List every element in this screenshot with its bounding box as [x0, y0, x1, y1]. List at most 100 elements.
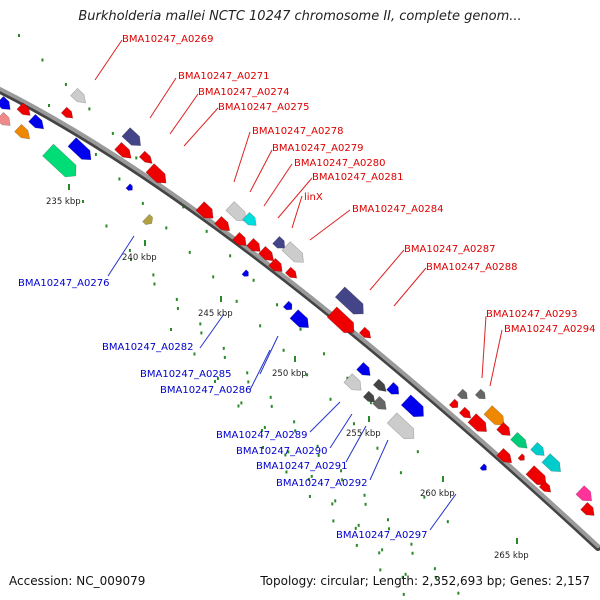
gene-feature[interactable] — [517, 453, 526, 462]
forward-gene-label[interactable]: BMA10247_A0281 — [312, 172, 403, 183]
gene-feature[interactable] — [343, 373, 365, 395]
gene-feature[interactable] — [142, 213, 156, 227]
gene-arrow[interactable] — [510, 431, 531, 452]
gene-feature[interactable] — [575, 485, 596, 506]
forward-gene-label[interactable]: BMA10247_A0288 — [426, 262, 517, 273]
gene-arrow[interactable] — [538, 480, 553, 495]
gene-arrow[interactable] — [456, 388, 470, 402]
reverse-gene-label[interactable]: BMA10247_A0297 — [336, 530, 427, 541]
gene-arrow[interactable] — [458, 406, 473, 421]
gene-arrow[interactable] — [496, 447, 516, 466]
forward-gene-label[interactable]: linX — [304, 192, 323, 203]
gene-feature[interactable] — [225, 201, 250, 226]
gene-arrow[interactable] — [343, 373, 365, 395]
gene-arrow[interactable] — [67, 137, 95, 165]
reverse-gene-label[interactable]: BMA10247_A0282 — [102, 342, 193, 353]
gene-feature[interactable] — [16, 102, 33, 119]
gene-arrow[interactable] — [284, 266, 299, 281]
gene-arrow[interactable] — [400, 394, 428, 422]
gene-feature[interactable] — [70, 87, 90, 106]
gene-feature[interactable] — [334, 286, 368, 319]
gene-arrow[interactable] — [225, 201, 250, 226]
gene-arrow[interactable] — [16, 102, 33, 119]
forward-gene-label[interactable]: BMA10247_A0294 — [504, 324, 595, 335]
reverse-gene-label[interactable]: BMA10247_A0285 — [140, 369, 231, 380]
gene-arrow[interactable] — [28, 113, 48, 132]
gene-feature[interactable] — [326, 306, 358, 338]
gene-feature[interactable] — [372, 395, 390, 413]
gene-arrow[interactable] — [232, 231, 250, 249]
gene-arrow[interactable] — [125, 183, 134, 192]
forward-gene-label[interactable]: BMA10247_A0284 — [352, 204, 443, 215]
gene-feature[interactable] — [60, 106, 75, 121]
gene-arrow[interactable] — [358, 326, 373, 341]
gene-arrow[interactable] — [138, 150, 155, 166]
gene-feature[interactable] — [362, 390, 377, 405]
gene-arrow[interactable] — [474, 388, 488, 402]
gene-feature[interactable] — [284, 266, 299, 281]
gene-feature[interactable] — [467, 413, 491, 436]
forward-gene-label[interactable]: BMA10247_A0287 — [404, 244, 495, 255]
reverse-gene-label[interactable]: BMA10247_A0289 — [216, 430, 307, 441]
gene-arrow[interactable] — [372, 395, 390, 413]
gene-feature[interactable] — [195, 201, 217, 223]
gene-arrow[interactable] — [195, 201, 217, 223]
reverse-gene-label[interactable]: BMA10247_A0290 — [236, 446, 327, 457]
gene-arrow[interactable] — [145, 163, 170, 188]
gene-arrow[interactable] — [448, 398, 460, 410]
gene-arrow[interactable] — [541, 453, 565, 476]
gene-feature[interactable] — [214, 215, 234, 234]
forward-gene-label[interactable]: BMA10247_A0271 — [178, 71, 269, 82]
reverse-gene-label[interactable]: BMA10247_A0292 — [276, 478, 367, 489]
gene-feature[interactable] — [0, 95, 14, 113]
gene-feature[interactable] — [14, 123, 34, 142]
gene-feature[interactable] — [456, 388, 470, 402]
gene-feature[interactable] — [474, 388, 488, 402]
gene-feature[interactable] — [0, 111, 14, 129]
gene-arrow[interactable] — [386, 412, 418, 444]
forward-gene-label[interactable]: BMA10247_A0278 — [252, 126, 343, 137]
gene-arrow[interactable] — [0, 95, 14, 113]
gene-feature[interactable] — [28, 113, 48, 132]
forward-gene-label[interactable]: BMA10247_A0279 — [272, 143, 363, 154]
gene-feature[interactable] — [67, 137, 95, 165]
gene-feature[interactable] — [538, 480, 553, 495]
gene-feature[interactable] — [232, 231, 250, 249]
gene-feature[interactable] — [121, 127, 145, 150]
gene-feature[interactable] — [246, 237, 264, 255]
gene-arrow[interactable] — [386, 381, 403, 397]
gene-arrow[interactable] — [530, 441, 548, 459]
gene-arrow[interactable] — [114, 141, 135, 162]
gene-arrow[interactable] — [372, 378, 389, 394]
gene-arrow[interactable] — [214, 215, 234, 234]
gene-feature[interactable] — [268, 257, 286, 275]
gene-arrow[interactable] — [268, 257, 286, 275]
gene-arrow[interactable] — [0, 111, 14, 129]
gene-feature[interactable] — [448, 398, 460, 410]
gene-arrow[interactable] — [479, 463, 488, 472]
gene-arrow[interactable] — [241, 269, 250, 278]
reverse-gene-label[interactable]: BMA10247_A0286 — [160, 385, 251, 396]
gene-arrow[interactable] — [289, 309, 313, 332]
gene-feature[interactable] — [282, 300, 294, 312]
gene-feature[interactable] — [289, 309, 313, 332]
gene-feature[interactable] — [386, 412, 418, 444]
gene-feature[interactable] — [580, 501, 598, 519]
gene-arrow[interactable] — [246, 237, 264, 255]
gene-arrow[interactable] — [282, 300, 294, 312]
gene-arrow[interactable] — [14, 123, 34, 142]
gene-arrow[interactable] — [517, 453, 526, 462]
gene-arrow[interactable] — [70, 87, 90, 106]
gene-feature[interactable] — [510, 431, 531, 452]
reverse-gene-label[interactable]: BMA10247_A0276 — [18, 278, 109, 289]
gene-feature[interactable] — [138, 150, 155, 166]
gene-feature[interactable] — [530, 441, 548, 459]
forward-gene-label[interactable]: BMA10247_A0280 — [294, 158, 385, 169]
gene-feature[interactable] — [272, 235, 289, 251]
gene-feature[interactable] — [258, 245, 278, 264]
gene-arrow[interactable] — [575, 485, 596, 506]
gene-arrow[interactable] — [42, 143, 82, 182]
gene-feature[interactable] — [400, 394, 428, 422]
gene-arrow[interactable] — [483, 405, 508, 430]
gene-feature[interactable] — [458, 406, 473, 421]
